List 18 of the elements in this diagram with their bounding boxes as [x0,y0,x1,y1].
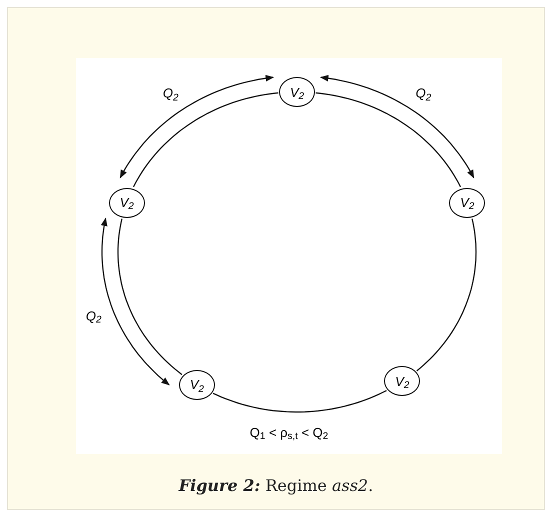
curved-arrow [120,74,274,178]
ring-line [212,390,387,413]
node-circle: V$_{2}$ [178,370,215,400]
ring-line [117,218,182,376]
ring-line [316,92,462,188]
condition-label: Q$_{1}$ < ρ$_{s,t}$ < Q$_{2}$ [250,426,328,439]
edge-label: Q$_{2}$ [414,86,432,100]
ring-line [132,92,278,188]
curved-arrow [100,218,170,386]
node-circle: V$_{2}$ [449,188,486,218]
curved-arrow [320,74,474,178]
node-circle: V$_{2}$ [384,366,420,396]
ring-line [416,218,477,372]
node-circle: V$_{2}$ [108,188,145,218]
edge-label: Q$_{2}$ [84,309,102,322]
figure-caption: Figure 2: Regime ass2. [178,475,374,497]
edge-label: Q$_{2}$ [162,86,180,100]
node-circle: V$_{2}$ [279,77,315,107]
